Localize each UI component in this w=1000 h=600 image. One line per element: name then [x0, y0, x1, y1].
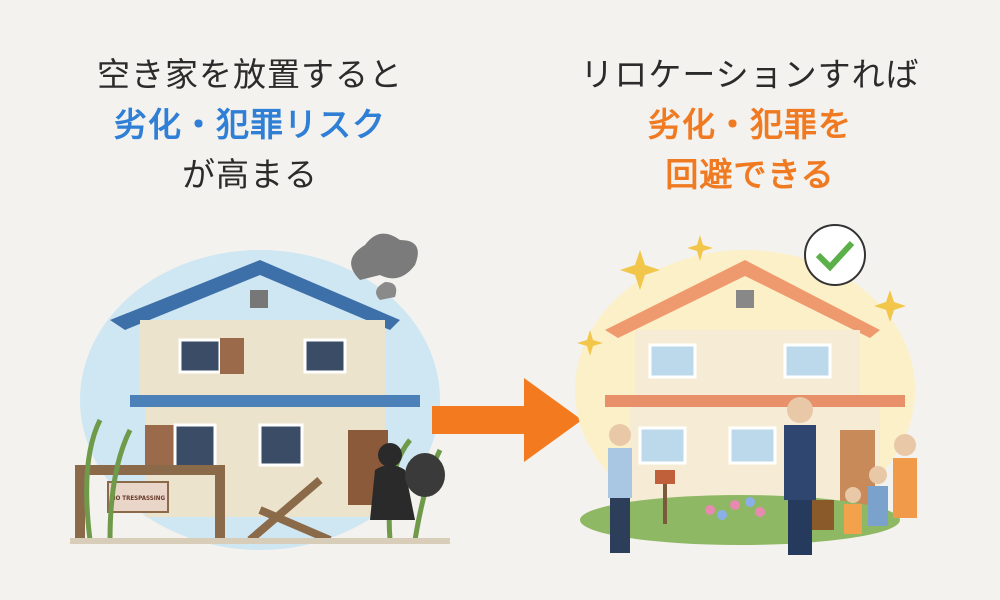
- check-bubble-icon: [804, 224, 866, 286]
- sign-text: NO TRESPASSING: [111, 495, 165, 502]
- no-trespassing-sign: [107, 481, 169, 513]
- left-caption-line1: 空き家を放置すると: [97, 55, 403, 94]
- renovated-house-illustration: [575, 224, 917, 555]
- arrow-right-icon: [432, 378, 582, 462]
- right-caption-line1: リロケーションすれば: [580, 55, 920, 94]
- sparkle-icon: [577, 235, 906, 356]
- right-caption-highlight-2: 回避できる: [665, 155, 835, 194]
- left-caption-highlight: 劣化・犯罪リスク: [114, 105, 386, 144]
- right-caption: リロケーションすれば 劣化・犯罪を 回避できる: [530, 50, 970, 200]
- left-caption: 空き家を放置すると 劣化・犯罪リスク が高まる: [40, 50, 460, 200]
- right-caption-highlight-1: 劣化・犯罪を: [648, 105, 852, 144]
- left-caption-line3: が高まる: [182, 155, 318, 194]
- abandoned-house-illustration: NO TRESPASSING: [70, 233, 450, 550]
